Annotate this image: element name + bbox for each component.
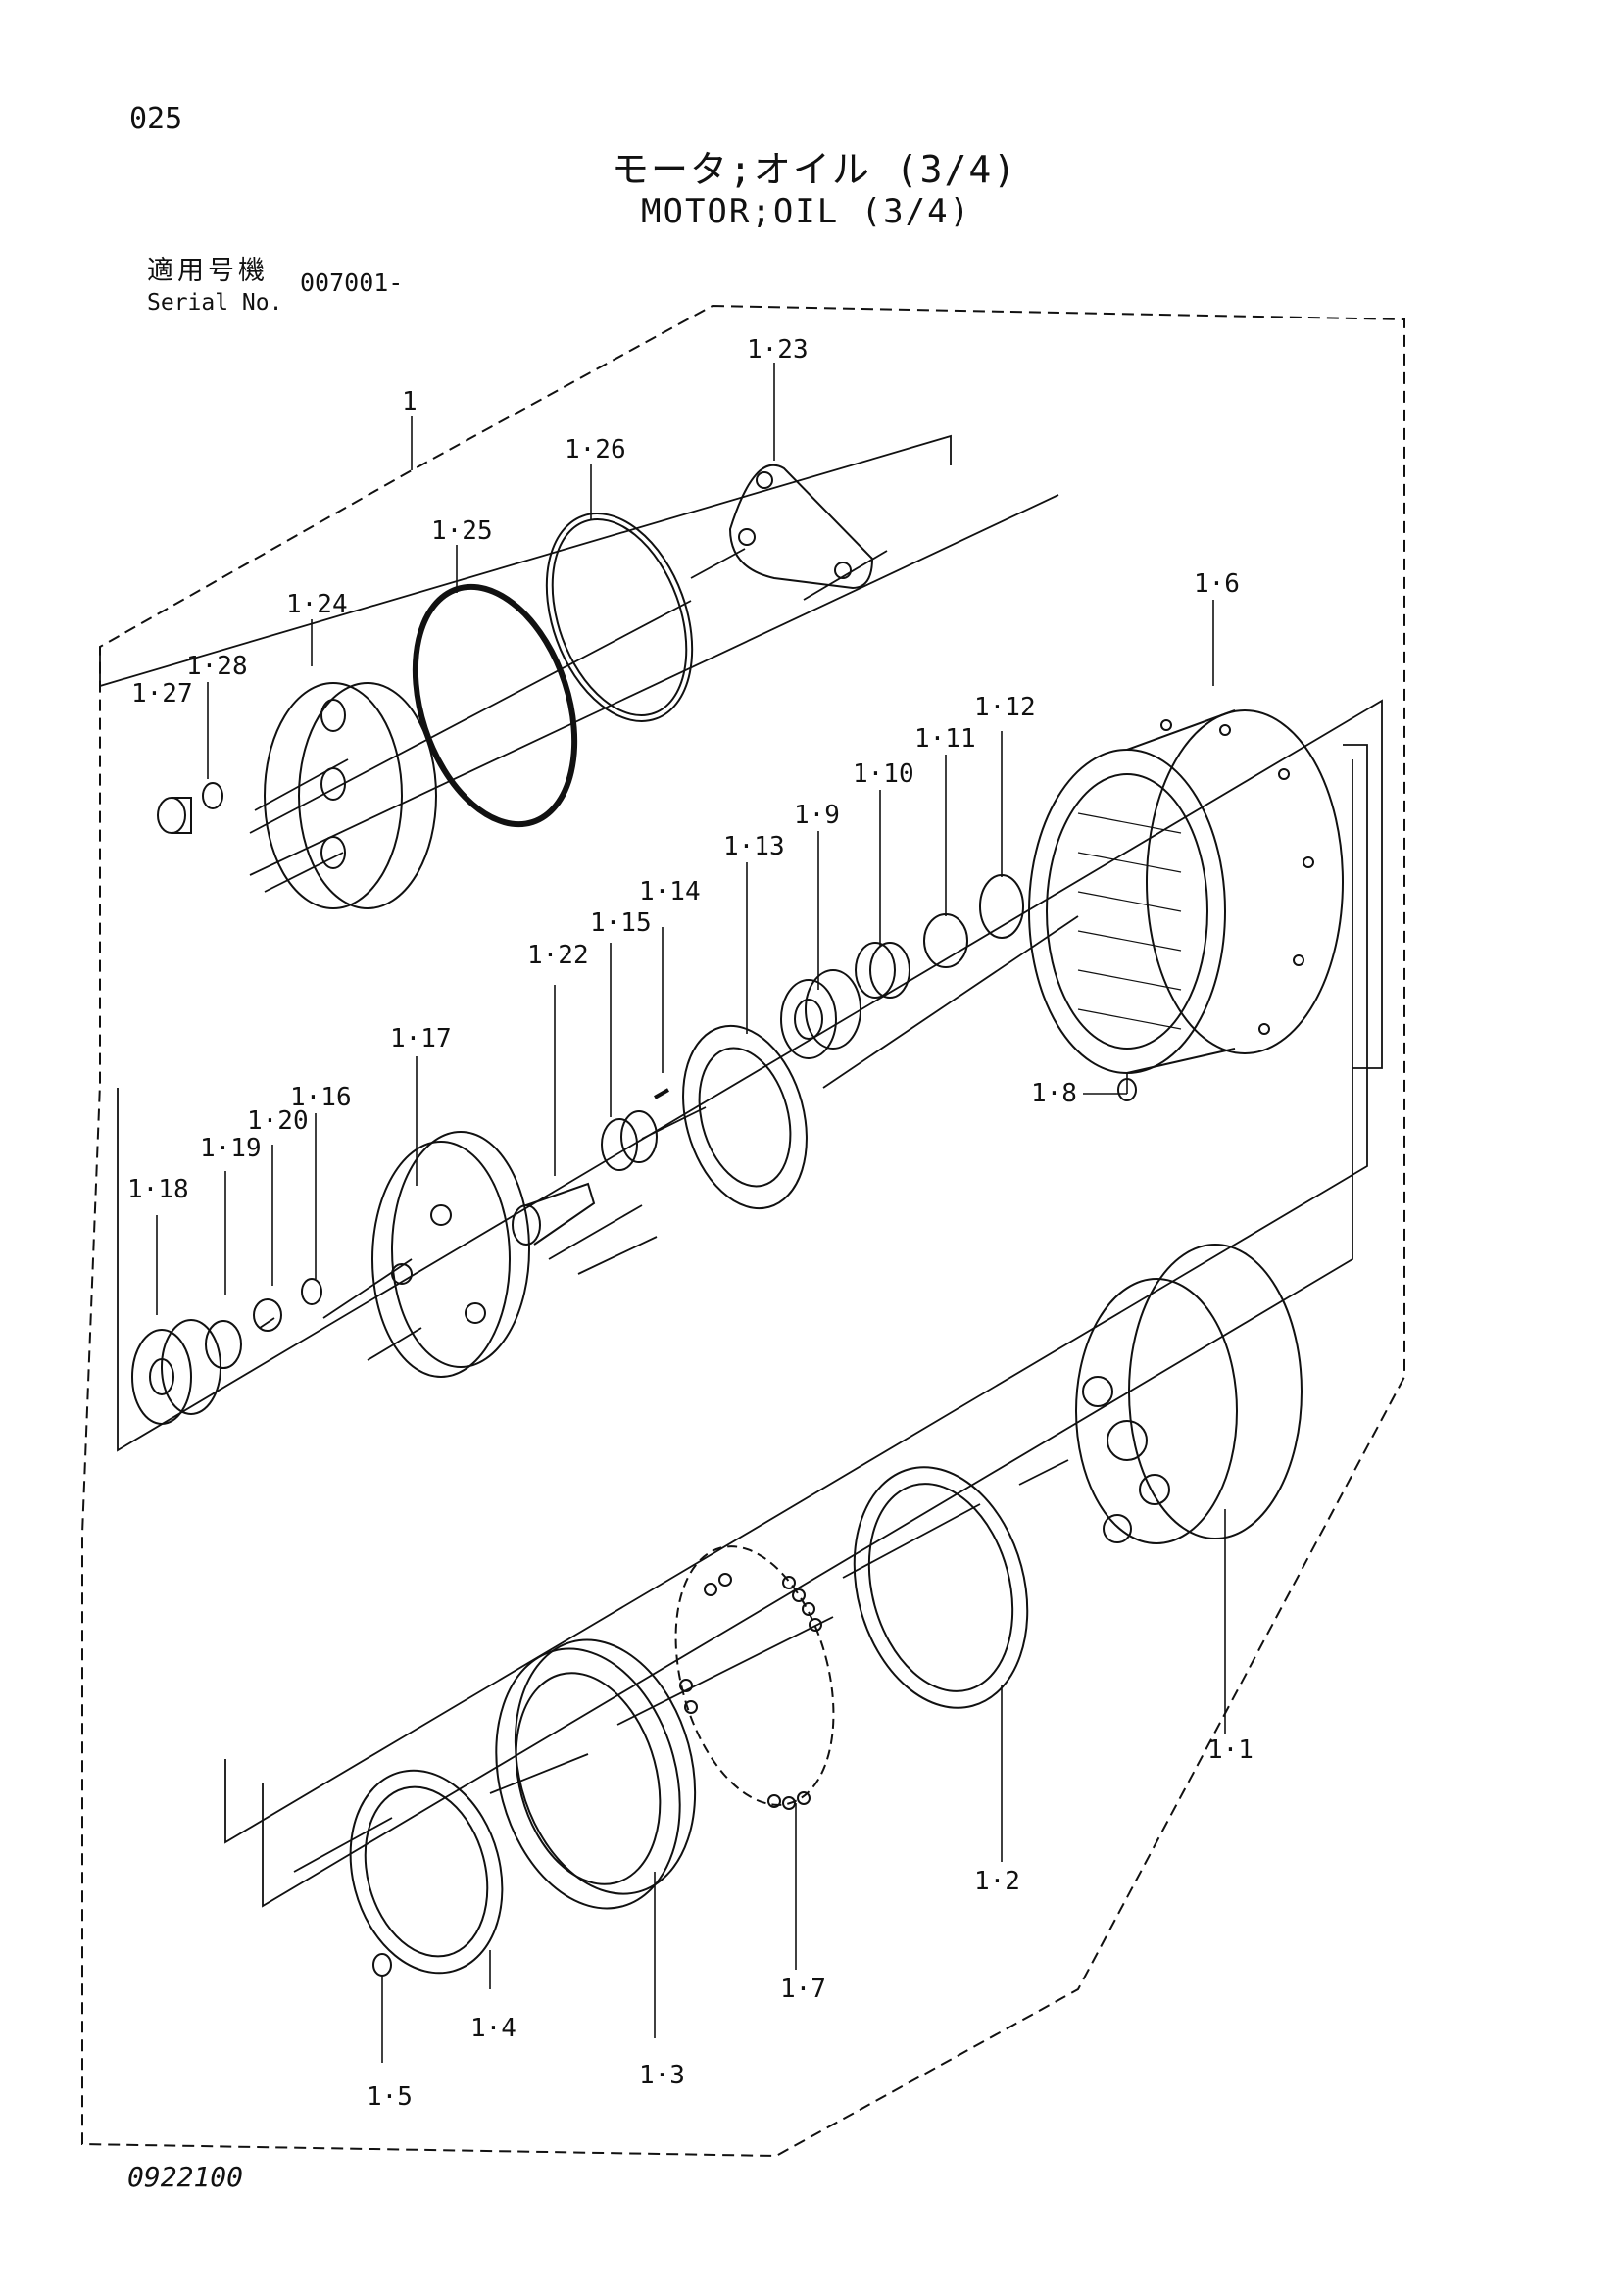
- part-1-9-gear: [780, 969, 861, 1059]
- part-1-2-seal: [853, 1466, 1029, 1709]
- assembly-boundary: [81, 304, 1405, 2158]
- part-1-3-bearing: [495, 1638, 697, 1910]
- part-1-4-nut: [349, 1769, 504, 1975]
- label-part-1-11: 1·11: [914, 724, 976, 754]
- label-part-1-10: 1·10: [853, 759, 914, 789]
- label-part-1-24: 1·24: [286, 590, 348, 619]
- label-part-1-13: 1·13: [723, 832, 785, 861]
- part-1-22-shaft: [512, 1182, 596, 1246]
- part-1-1-housing: [1075, 1244, 1303, 1544]
- label-part-1-5: 1·5: [367, 2082, 413, 2112]
- leader-lines: [156, 363, 1226, 2063]
- part-1-18-gear: [131, 1319, 221, 1425]
- label-part-1-4: 1·4: [470, 2014, 516, 2043]
- part-1-20-bushing: [253, 1298, 282, 1332]
- label-part-1-27: 1·27: [131, 679, 193, 708]
- label-part-1-25: 1·25: [431, 516, 493, 546]
- label-part-1-6: 1·6: [1194, 569, 1240, 599]
- part-1-26-snap-ring: [545, 513, 694, 722]
- part-1-19-bearing: [205, 1320, 242, 1369]
- part-1-16-washer: [301, 1278, 322, 1305]
- label-part-1-1: 1·1: [1207, 1735, 1254, 1765]
- label-part-1-2: 1·2: [974, 1867, 1020, 1896]
- part-1-27-plug: [157, 797, 192, 834]
- assembly-outline-lines: [99, 434, 1383, 1908]
- label-part-1-22: 1·22: [527, 941, 589, 970]
- label-part-1-16: 1·16: [290, 1083, 352, 1112]
- label-part-1: 1: [402, 387, 418, 416]
- part-1-28-o-ring: [202, 782, 223, 809]
- label-part-1-8: 1·8: [1031, 1079, 1077, 1108]
- label-part-1-15: 1·15: [590, 908, 652, 938]
- part-1-5-plug: [372, 1953, 392, 1977]
- part-1-17-carrier: [371, 1131, 530, 1378]
- part-1-12-ring: [979, 874, 1024, 939]
- part-1-14-screw: [654, 1088, 669, 1099]
- part-1-10-bearing: [855, 942, 910, 999]
- page-title-japanese: モータ;オイル (3/4): [612, 148, 1018, 191]
- label-part-1-23: 1·23: [747, 335, 809, 365]
- part-1-6-housing: [1028, 709, 1344, 1074]
- label-part-1-3: 1·3: [639, 2061, 685, 2090]
- label-part-1-20: 1·20: [247, 1106, 309, 1136]
- label-part-1-7: 1·7: [780, 1975, 826, 2004]
- part-1-15-gear: [601, 1110, 658, 1171]
- part-1-25-o-ring: [412, 583, 578, 828]
- part-1-11-ring: [923, 913, 968, 968]
- part-1-13-plate: [682, 1024, 808, 1210]
- part-1-8-plug: [1117, 1078, 1137, 1101]
- label-part-1-9: 1·9: [794, 801, 840, 830]
- part-1-23-plate: [728, 464, 874, 590]
- document-number: 0922100: [127, 2161, 244, 2193]
- part-1-24-cover: [264, 682, 437, 909]
- serial-number-value: 007001-: [300, 269, 404, 297]
- page-title-english: MOTOR;OIL (3/4): [641, 192, 972, 231]
- label-part-1-26: 1·26: [565, 435, 626, 464]
- part-1-7-balls: [674, 1545, 835, 1810]
- serial-label-japanese: 適用号機: [147, 256, 269, 286]
- label-part-1-19: 1·19: [200, 1134, 262, 1163]
- label-part-1-12: 1·12: [974, 693, 1036, 722]
- label-part-1-18: 1·18: [127, 1175, 189, 1204]
- serial-label-english: Serial No.: [147, 290, 283, 316]
- label-part-1-17: 1·17: [390, 1024, 452, 1053]
- page-number: 025: [129, 102, 183, 136]
- label-part-1-14: 1·14: [639, 877, 701, 906]
- label-part-1-28: 1·28: [186, 652, 248, 681]
